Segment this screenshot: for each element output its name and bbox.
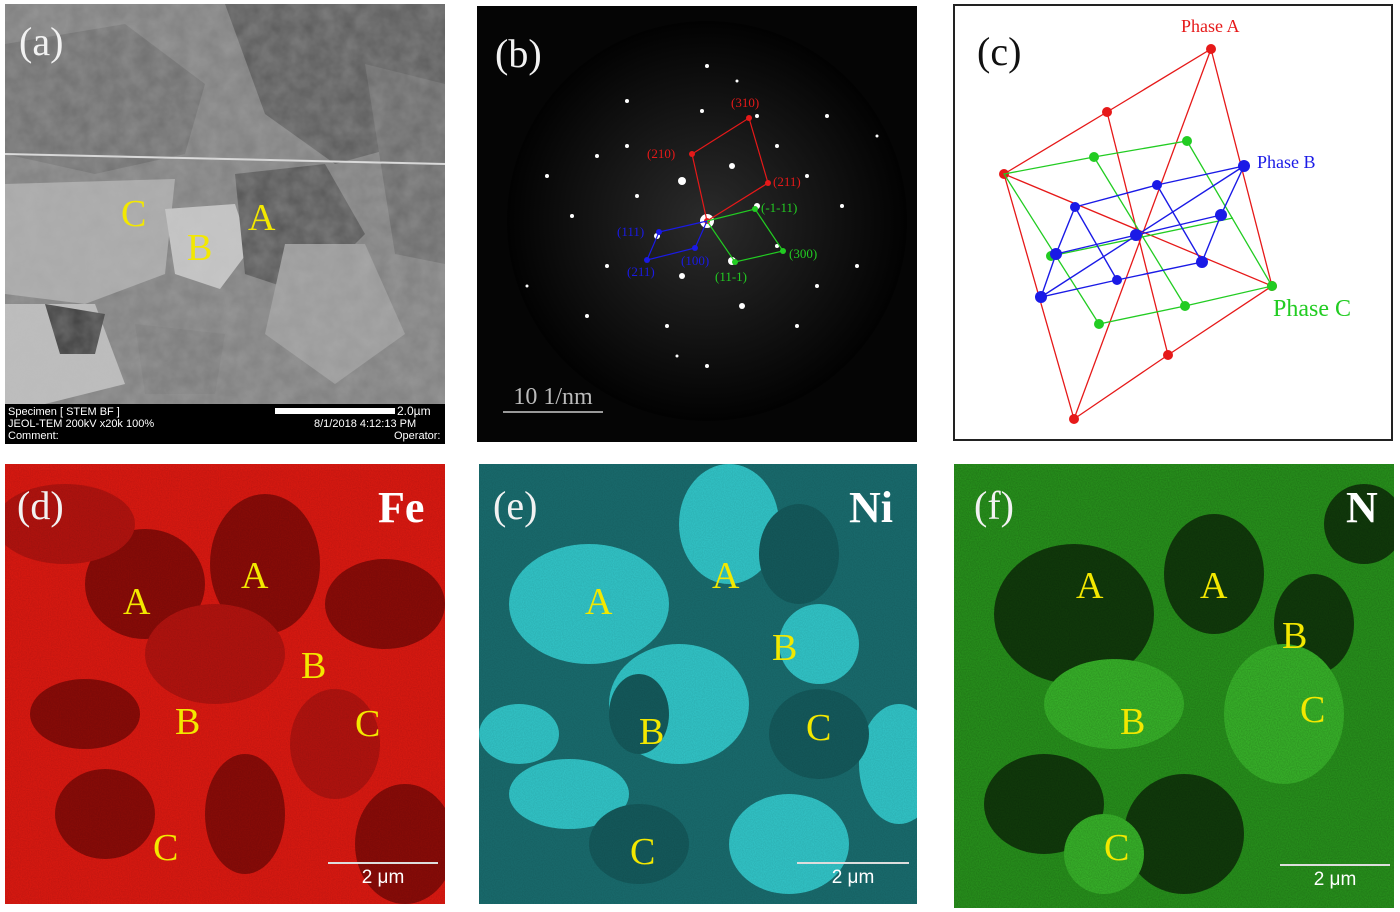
instrument-text: JEOL-TEM 200kV x20k 100% xyxy=(8,418,155,430)
ni-elemental-map xyxy=(479,464,917,904)
panel-f-scale-line xyxy=(1280,864,1390,866)
panel-a-label: (a) xyxy=(19,19,64,64)
scale-bar-text: 2.0µm xyxy=(397,404,431,418)
region-label-b1: B xyxy=(1282,615,1308,657)
panel-d-scale-line xyxy=(328,862,438,864)
region-label-b: B xyxy=(187,227,213,269)
index-11m1: (11-1) xyxy=(715,269,748,284)
index-210: (210) xyxy=(647,146,676,161)
instrument-info-bar: Specimen [ STEM BF ] 2.0µm JEOL-TEM 200k… xyxy=(5,404,445,444)
scale-bar-line xyxy=(275,408,395,414)
region-label-c2: C xyxy=(153,827,179,869)
region-label-c1: C xyxy=(806,707,832,749)
panel-f-n-map: (f) N A A B B C C 2 μm xyxy=(954,464,1394,908)
specimen-text: Specimen [ STEM BF ] xyxy=(8,406,120,418)
panel-d-scale-bar: 2 μm xyxy=(328,862,438,889)
phase-a-label: Phase A xyxy=(1181,16,1240,36)
region-label-c2: C xyxy=(1104,827,1130,869)
panel-e-scale-bar: 2 μm xyxy=(797,862,909,889)
datetime-text: 8/1/2018 4:12:13 PM xyxy=(314,418,417,430)
phase-b-label: Phase B xyxy=(1257,152,1316,172)
region-label-b2: B xyxy=(1120,701,1146,743)
panel-e-ni-map: (e) Ni A A B B C C 2 μm xyxy=(479,464,917,904)
fe-elemental-map xyxy=(5,464,445,904)
region-label-b1: B xyxy=(301,645,327,687)
panel-b-scale-line xyxy=(503,411,603,413)
index-211-red: (211) xyxy=(773,174,801,189)
stem-bf-micrograph xyxy=(5,4,445,404)
region-label-a2: A xyxy=(241,555,269,597)
diffraction-pattern xyxy=(477,6,917,442)
panel-c-label: (c) xyxy=(977,29,1022,74)
index-211-blue: (211) xyxy=(627,264,655,279)
ni-element-label: Ni xyxy=(849,483,893,532)
lattice-schematic xyxy=(999,44,1277,424)
panel-e-label: (e) xyxy=(493,483,538,528)
panel-f-scale-bar: 2 μm xyxy=(1280,864,1390,891)
panel-c-schematic: (c) Phase A Phase B Phase C xyxy=(953,4,1393,441)
panel-e-scale-line xyxy=(797,862,909,864)
panel-a-stem-image: (a) C B A Specimen [ STEM BF ] 2.0µm JEO… xyxy=(5,4,445,444)
n-element-label: N xyxy=(1346,483,1378,532)
region-label-b1: B xyxy=(772,627,798,669)
region-label-c1: C xyxy=(355,703,381,745)
panel-b-diffraction: (b) (310) (210) (211) (-1-11) (300) (11-… xyxy=(477,6,917,442)
index-111: (111) xyxy=(617,224,645,239)
panel-b-scale-bar: 10 1/nm xyxy=(503,384,603,416)
panel-d-scale-text: 2 μm xyxy=(361,867,405,888)
region-label-a1: A xyxy=(1076,565,1104,607)
panel-d-fe-map: (d) Fe A A B B C C 2 μm xyxy=(5,464,445,904)
index-310: (310) xyxy=(731,95,760,110)
region-label-a1: A xyxy=(585,581,613,623)
region-label-b2: B xyxy=(175,701,201,743)
region-label-a2: A xyxy=(1200,565,1228,607)
index-100: (100) xyxy=(681,253,710,268)
region-label-c2: C xyxy=(630,831,656,873)
n-elemental-map xyxy=(954,464,1394,908)
panel-b-label: (b) xyxy=(495,31,542,76)
region-label-c1: C xyxy=(1300,689,1326,731)
index-m1m111: (-1-11) xyxy=(761,200,798,215)
panel-f-label: (f) xyxy=(974,483,1014,528)
region-label-c: C xyxy=(121,193,147,235)
panel-b-scale-text: 10 1/nm xyxy=(513,384,593,410)
region-label-a2: A xyxy=(712,555,740,597)
region-label-a: A xyxy=(248,197,276,239)
fe-element-label: Fe xyxy=(378,483,425,532)
panel-e-scale-text: 2 μm xyxy=(831,867,875,888)
region-label-a1: A xyxy=(123,581,151,623)
panel-d-label: (d) xyxy=(17,483,64,528)
comment-text: Comment: xyxy=(8,430,59,442)
panel-f-scale-text: 2 μm xyxy=(1313,869,1357,890)
operator-text: Operator: xyxy=(394,430,441,442)
index-300: (300) xyxy=(789,246,818,261)
region-label-b2: B xyxy=(639,711,665,753)
phase-c-label: Phase C xyxy=(1273,296,1351,322)
